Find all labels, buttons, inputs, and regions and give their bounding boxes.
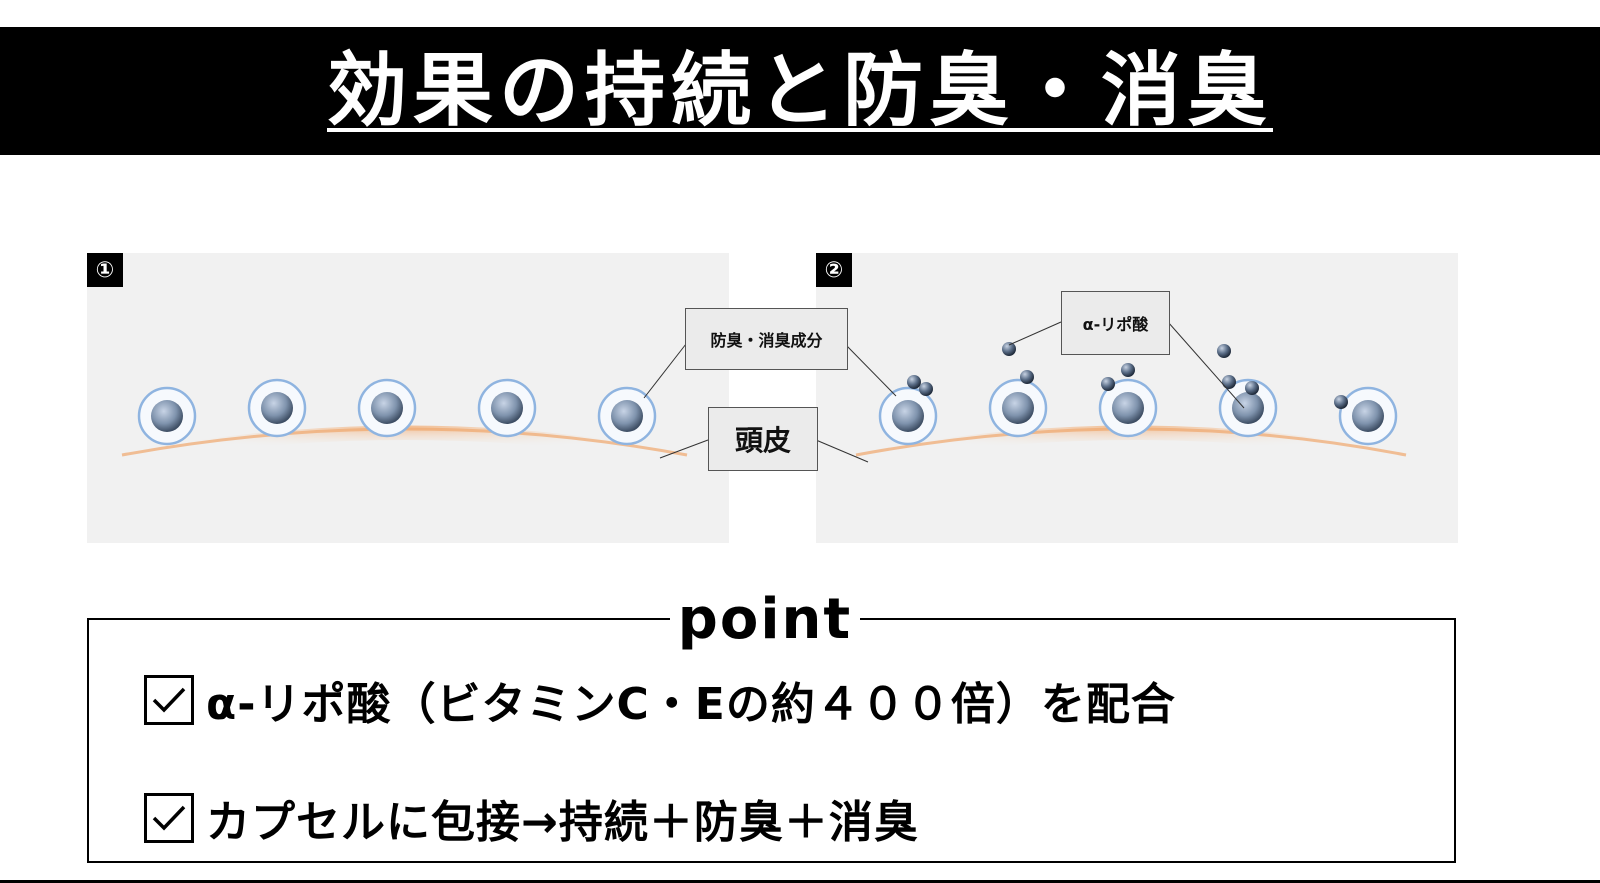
particle [1121,363,1135,377]
capsule [247,378,307,438]
capsule [357,378,417,438]
diagram-panel-1: ① [87,253,729,543]
particle [907,375,921,389]
point-item: α-リポ酸（ビタミンC・Eの約４００倍）を配合 [144,668,1176,732]
checkbox-checked-icon [144,793,194,843]
particle [1222,375,1236,389]
point-label: point [670,576,860,662]
point-item: カプセルに包接→持続＋防臭＋消臭 [144,786,919,850]
capsule [988,378,1048,438]
particle [1217,344,1231,358]
callout-alpha-lipoic-acid: α-リポ酸 [1061,291,1170,355]
particle [1020,370,1034,384]
particle [1245,381,1259,395]
particle [919,382,933,396]
point-item-text: カプセルに包接→持続＋防臭＋消臭 [206,797,919,848]
bottom-border [0,880,1600,883]
particle [1101,377,1115,391]
checkbox-checked-icon [144,675,194,725]
callout-scalp: 頭皮 [708,407,818,471]
page-title: 効果の持続と防臭・消臭 [327,44,1273,137]
panel-1-illustration [121,378,688,465]
particle [1002,342,1016,356]
capsule [477,378,537,438]
capsule [1098,378,1158,438]
point-item-text: α-リポ酸（ビタミンC・Eの約４００倍）を配合 [206,679,1176,730]
capsule [137,386,197,446]
capsule [1338,386,1398,446]
capsule [878,386,938,446]
title-bar: 効果の持続と防臭・消臭 [0,27,1600,155]
callout-deodorant-ingredient: 防臭・消臭成分 [685,308,848,370]
particle [1334,395,1348,409]
panel-1-number: ① [87,253,123,287]
capsule [597,386,657,446]
panel-2-number: ② [816,253,852,287]
